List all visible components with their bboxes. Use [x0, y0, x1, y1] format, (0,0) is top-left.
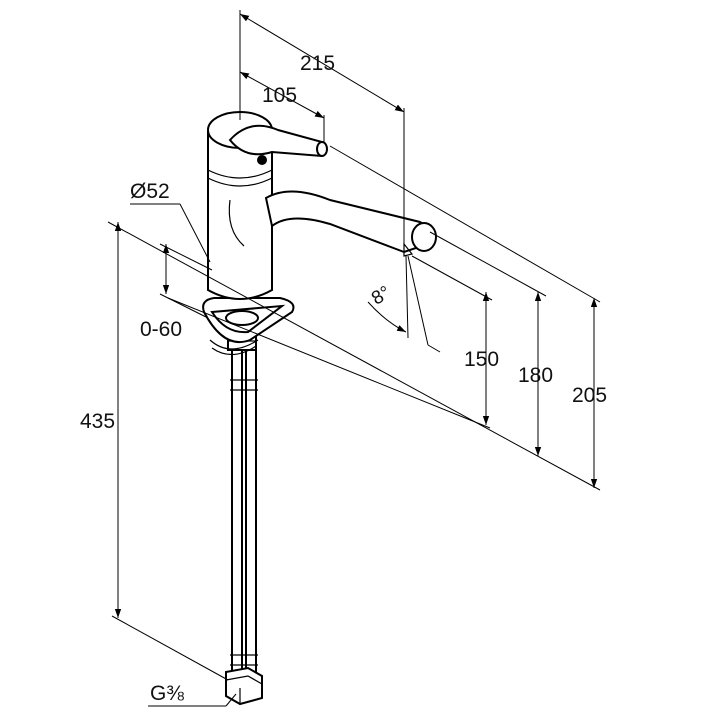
- dim-label-205: 205: [572, 384, 607, 407]
- dim-label-435: 435: [80, 410, 115, 433]
- dim-label-diameter: Ø52: [130, 180, 170, 203]
- supply-hose-left: [231, 339, 243, 681]
- dim-label-tilt: 8°: [368, 282, 394, 309]
- mounting-plate: [202, 297, 295, 356]
- supply-hose-right: [245, 339, 257, 681]
- dim-label-180: 180: [518, 364, 553, 387]
- indicator-dot: [257, 155, 267, 165]
- dimension-lines: [107, 10, 601, 707]
- dim-label-deck-thickness: 0-60: [140, 318, 182, 341]
- lever-handle: [228, 124, 328, 165]
- spout: [264, 190, 437, 257]
- faucet-body-group: [202, 111, 437, 706]
- hose-connector: [225, 666, 263, 706]
- dim-label-150: 150: [464, 348, 499, 371]
- dim-label-105: 105: [262, 84, 297, 107]
- dim-label-215: 215: [300, 52, 335, 75]
- dimension-labels: 215 105 Ø52 0-60 435 8° 150 180 205 G⅜: [80, 52, 607, 705]
- dim-label-thread: G⅜: [150, 682, 184, 705]
